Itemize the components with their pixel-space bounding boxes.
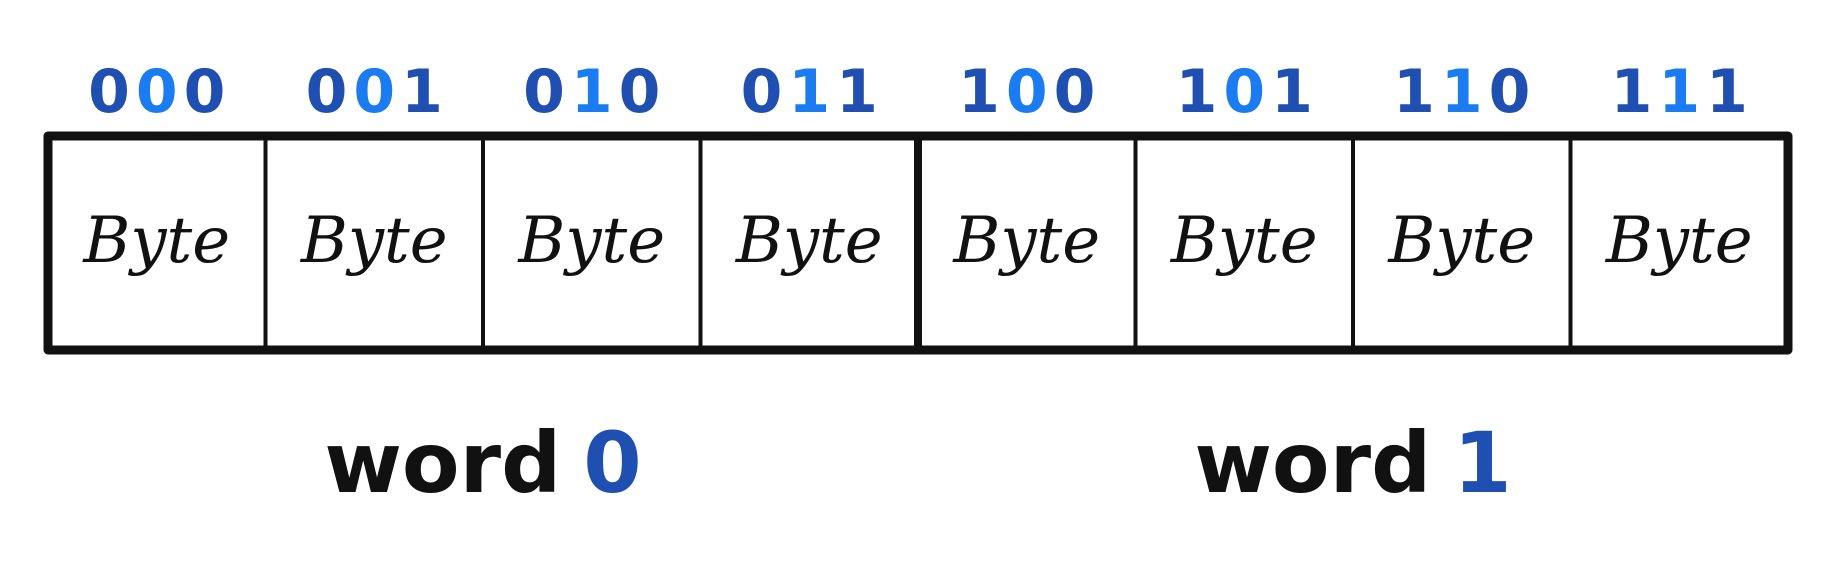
- word-label-index: 1: [1453, 414, 1511, 512]
- address-digit: 0: [136, 57, 178, 127]
- address-digit: 0: [353, 57, 395, 127]
- address-digit: 1: [1658, 57, 1700, 127]
- byte-cells: Byte Byte Byte Byte Byte Byte Byte Byte: [43, 131, 1793, 355]
- address-digit: 0: [523, 57, 565, 127]
- address-digit: 1: [1393, 57, 1435, 127]
- address-digit: 1: [788, 57, 830, 127]
- address-digit: 0: [306, 57, 348, 127]
- byte-cell-label: Byte: [300, 204, 448, 278]
- address-digit: 1: [836, 57, 878, 127]
- address-digit: 0: [619, 57, 661, 127]
- byte-cell-label: Byte: [517, 204, 665, 278]
- address-digit: 0: [1489, 57, 1531, 127]
- address-digit: 1: [1706, 57, 1748, 127]
- address-digit: 0: [1054, 57, 1096, 127]
- address-digit: 1: [1611, 57, 1653, 127]
- address-digit: 0: [741, 57, 783, 127]
- byte-cell-label: Byte: [1170, 204, 1318, 278]
- byte-cell-label: Byte: [1387, 204, 1535, 278]
- address-digit: 0: [88, 57, 130, 127]
- address-digit: 1: [1441, 57, 1483, 127]
- word-label-text: word: [1194, 414, 1431, 512]
- address-digit: 1: [1176, 57, 1218, 127]
- address-digit: 1: [401, 57, 443, 127]
- address-digit: 0: [184, 57, 226, 127]
- address-digit: 0: [1223, 57, 1265, 127]
- address-digit: 0: [1006, 57, 1048, 127]
- address-digit: 1: [1271, 57, 1313, 127]
- address-digit: 1: [571, 57, 613, 127]
- byte-cell-label: Byte: [1605, 204, 1753, 278]
- byte-cell-label: Byte: [735, 204, 883, 278]
- address-digit: 1: [958, 57, 1000, 127]
- byte-cell-label: Byte: [952, 204, 1100, 278]
- byte-cell-label: Byte: [82, 204, 230, 278]
- word-label-text: word: [324, 414, 561, 512]
- word-label-index: 0: [583, 414, 641, 512]
